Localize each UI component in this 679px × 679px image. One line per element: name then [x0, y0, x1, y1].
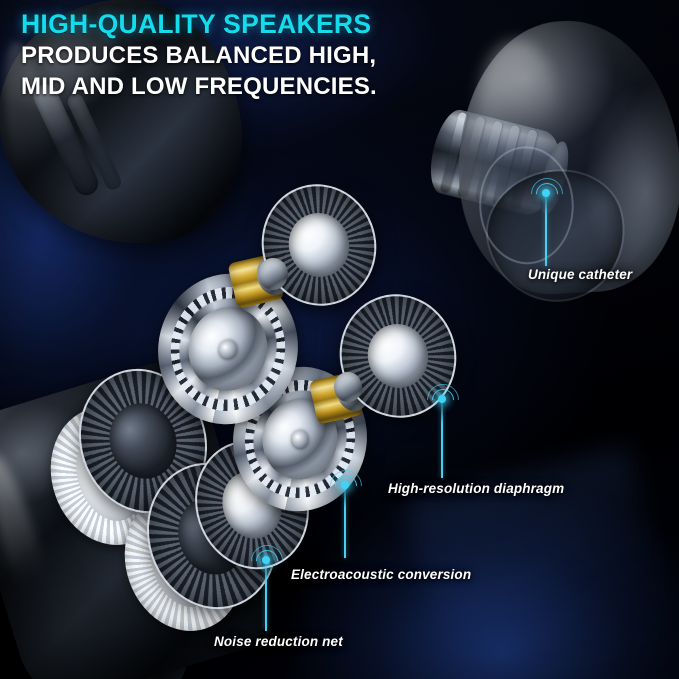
- callout-label: Noise reduction net: [214, 634, 343, 649]
- marker-dot: [542, 189, 550, 197]
- marker-dot: [262, 556, 270, 564]
- callout-leader-line: [545, 194, 548, 266]
- signal-marker-icon[interactable]: [244, 538, 290, 584]
- callout-label: Unique catheter: [528, 267, 633, 282]
- signal-marker-icon[interactable]: [420, 377, 466, 423]
- marker-dot: [341, 481, 349, 489]
- callout-label: High-resolution diaphragm: [388, 481, 565, 496]
- spacer-disc-upper: [258, 258, 288, 290]
- marker-dot: [438, 395, 446, 403]
- callout-leader-line: [441, 400, 444, 478]
- signal-marker-icon[interactable]: [524, 171, 570, 217]
- callout-label: Electroacoustic conversion: [291, 567, 472, 582]
- callout-leader-line: [265, 561, 268, 631]
- signal-marker-icon[interactable]: [323, 463, 369, 509]
- callout-leader-line: [344, 486, 347, 558]
- spacer-disc-lower: [334, 372, 362, 402]
